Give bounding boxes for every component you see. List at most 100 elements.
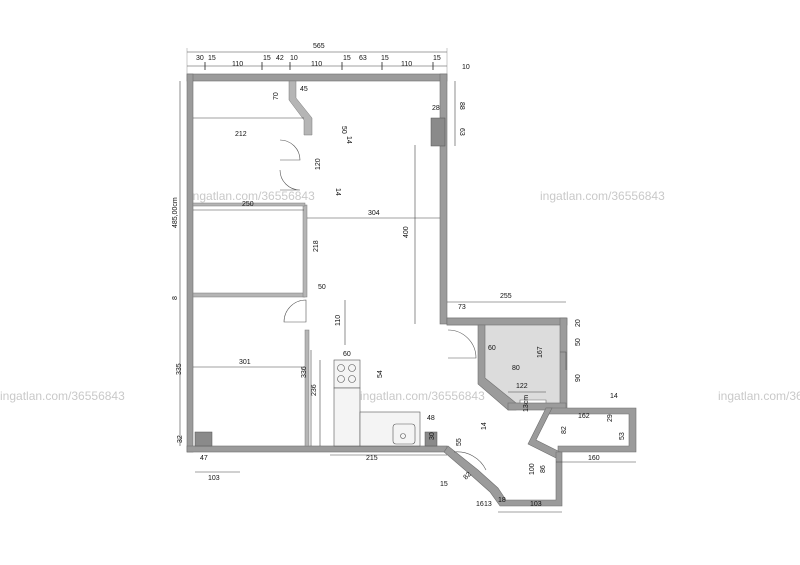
column-top-right [430,117,446,147]
label-right-88: 88 [458,102,465,110]
label-122: 122 [516,383,528,390]
door-entry [453,451,487,471]
label-80: 80 [512,365,520,372]
label-48: 48 [427,415,435,422]
label-total-height: 485,00cm [172,197,179,228]
label-top-10b: 10 [462,64,470,71]
label-8: 8 [172,296,179,300]
watermark-center-mid: ingatlan.com/36556843 [360,389,485,403]
label-18: 18 [498,497,506,504]
label-218: 218 [313,240,320,252]
watermark-left-mid: ingatlan.com/36556843 [0,389,125,403]
label-400: 400 [403,226,410,238]
watermark-right-mid: ingatlan.com/36556843 [718,389,800,403]
door-upper-1 [279,139,301,161]
label-top-63: 63 [359,55,367,62]
counter-left [333,387,361,447]
label-right-63: 63 [458,128,465,136]
wall-toilet-diag [527,407,561,459]
label-90: 90 [575,374,582,382]
label-53: 53 [619,432,626,440]
walls [186,73,637,507]
watermark-right-top: ingatlan.com/36556843 [540,189,665,203]
dimension-lines [179,48,636,513]
column-kitchen [424,431,438,447]
label-13: 13cm [523,395,530,412]
label-250: 250 [242,201,254,208]
label-255: 255 [500,293,512,300]
label-top-110b: 110 [311,61,322,68]
doors [279,139,567,471]
label-120: 120 [315,158,322,170]
label-162: 162 [578,413,590,420]
label-30: 30 [429,432,436,440]
wall-toilet [545,407,637,453]
wall-lower-vertical [304,329,310,447]
door-bath-window [560,351,567,370]
label-47: 47 [200,455,208,462]
label-167: 167 [537,346,544,358]
label-top-110c: 110 [401,61,412,68]
sink-drain [400,433,406,439]
burner-4 [348,375,356,383]
wall-bath-bottom [507,402,567,411]
label-20: 20 [575,319,582,327]
label-50b: 50 [318,284,326,291]
column-bottom-left [194,431,213,447]
label-total-width: 565 [313,43,325,50]
label-50a: 50 [340,126,347,134]
stove [333,359,361,389]
burner-1 [337,364,345,372]
watermark-center-top: ingatlan.com/36556843 [190,189,315,203]
wall-hall-bottom [443,445,563,507]
label-top-15e: 15 [433,55,441,62]
wall-upper-room [192,202,306,207]
label-82: 82 [561,426,568,434]
label-60a: 60 [488,345,496,352]
label-86: 86 [540,465,547,473]
door-middle [283,299,307,323]
label-top-30: 30 [196,55,204,62]
label-top-15c: 15 [343,55,351,62]
label-100: 100 [529,463,536,475]
label-col-28: 28 [432,105,440,112]
label-212: 212 [235,131,247,138]
wall-right-upper [439,73,448,325]
label-304: 304 [368,210,380,217]
wall-interior-vertical [302,204,308,298]
label-14c: 14 [610,393,618,400]
label-15: 15 [440,481,448,488]
label-70: 70 [273,92,280,100]
label-236: 236 [311,384,318,396]
duct-shaft [288,80,313,136]
dimension-labels: 565 30 15 110 15 42 10 110 15 63 15 110 … [172,43,626,508]
label-top-10a: 10 [290,55,298,62]
label-14a: 14 [345,136,352,144]
label-29: 29 [607,414,614,422]
label-13b: 13 [484,501,492,508]
label-110: 110 [335,315,342,326]
label-54: 54 [377,370,384,378]
wall-bottom [186,445,448,453]
wall-top [186,73,448,82]
label-16: 16 [476,501,484,508]
door-bathroom [447,329,477,359]
label-14d: 14 [481,422,488,430]
door-upper-2 [279,169,301,191]
label-301: 301 [239,359,251,366]
label-14b: 14 [334,188,341,196]
label-50c: 50 [575,338,582,346]
label-215: 215 [366,455,378,462]
label-top-15a: 15 [208,55,216,62]
watermarks: ingatlan.com/36556843 ingatlan.com/36556… [0,189,800,403]
wall-bath-top [446,317,568,326]
burner-3 [337,375,345,383]
label-top-42: 42 [276,55,284,62]
label-32: 32 [177,435,184,443]
burner-2 [348,364,356,372]
label-103-right: 103 [530,501,542,508]
wall-room-divider [192,292,306,298]
wall-left [186,73,194,453]
label-73: 73 [458,304,466,311]
